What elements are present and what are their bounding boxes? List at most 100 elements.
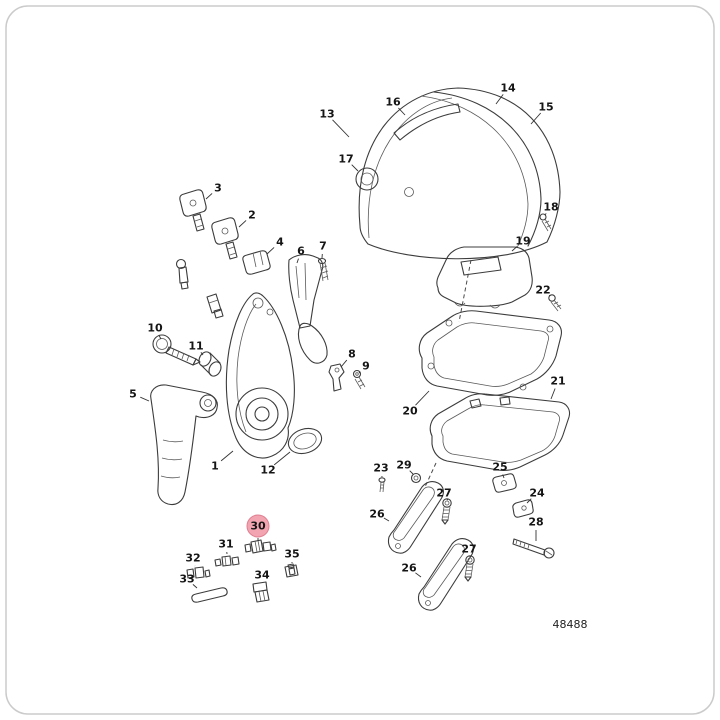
part-label-8[interactable]: 8 bbox=[348, 348, 356, 361]
grommet-17 bbox=[355, 167, 379, 191]
connector-below-2 bbox=[206, 293, 224, 319]
part-label-5[interactable]: 5 bbox=[129, 388, 137, 401]
fitting-30 bbox=[244, 539, 277, 554]
leader-line bbox=[526, 498, 532, 504]
leader-line bbox=[530, 112, 542, 125]
part-label-9[interactable]: 9 bbox=[362, 360, 370, 373]
part-label-3[interactable]: 3 bbox=[214, 182, 222, 195]
leader-line bbox=[409, 470, 414, 475]
part-label-20[interactable]: 20 bbox=[402, 405, 418, 418]
part-label-6[interactable]: 6 bbox=[297, 245, 305, 258]
part-label-15[interactable]: 15 bbox=[538, 101, 553, 114]
screw-27-lower bbox=[464, 555, 475, 582]
part-label-16[interactable]: 16 bbox=[385, 96, 401, 109]
screw-22 bbox=[548, 294, 562, 312]
leader-line bbox=[220, 450, 234, 462]
leader-line bbox=[238, 220, 247, 228]
clip-25 bbox=[492, 473, 517, 493]
part-label-18[interactable]: 18 bbox=[543, 201, 558, 214]
leader-line bbox=[383, 517, 390, 522]
part-label-11[interactable]: 11 bbox=[188, 340, 203, 353]
spacer-11 bbox=[198, 351, 222, 377]
leader-line bbox=[550, 388, 556, 400]
part-label-27[interactable]: 27 bbox=[436, 487, 451, 500]
leader-line bbox=[192, 584, 198, 589]
lever-6 bbox=[288, 254, 328, 364]
bracket-26 bbox=[387, 481, 444, 554]
leader-line bbox=[140, 396, 150, 402]
part-label-33[interactable]: 33 bbox=[179, 573, 194, 586]
fitting-32 bbox=[186, 566, 211, 579]
part-label-28[interactable]: 28 bbox=[528, 516, 543, 529]
retainer-19 bbox=[436, 246, 533, 309]
screw-18 bbox=[539, 213, 552, 232]
screw-9 bbox=[352, 369, 366, 390]
fitting-35 bbox=[284, 563, 299, 578]
part-label-17[interactable]: 17 bbox=[338, 153, 353, 166]
leader-line bbox=[502, 474, 505, 479]
part-label-13[interactable]: 13 bbox=[319, 108, 334, 121]
leader-line bbox=[398, 107, 406, 116]
fitting-34 bbox=[252, 581, 270, 603]
leader-line bbox=[495, 94, 504, 105]
part-label-26[interactable]: 26 bbox=[401, 562, 417, 575]
leader-line bbox=[296, 258, 299, 264]
key-3 bbox=[179, 189, 207, 232]
part-label-35[interactable]: 35 bbox=[284, 548, 299, 561]
link-8 bbox=[328, 363, 345, 392]
part-label-30[interactable]: 30 bbox=[250, 520, 266, 533]
fitting-31 bbox=[214, 555, 240, 567]
page-border bbox=[5, 5, 715, 715]
tube-33 bbox=[191, 587, 228, 603]
leader-line bbox=[446, 498, 449, 501]
part-label-22[interactable]: 22 bbox=[535, 284, 550, 297]
part-label-19[interactable]: 19 bbox=[515, 235, 530, 248]
part-label-4[interactable]: 4 bbox=[276, 236, 284, 249]
housing-1 bbox=[225, 292, 295, 459]
part-label-1[interactable]: 1 bbox=[211, 460, 219, 473]
part-label-23[interactable]: 23 bbox=[373, 462, 388, 475]
leader-line bbox=[205, 193, 213, 200]
part-label-32[interactable]: 32 bbox=[185, 552, 200, 565]
connector-4 bbox=[242, 250, 271, 275]
bolt-10 bbox=[152, 334, 201, 366]
frame-21 bbox=[429, 393, 571, 471]
washer-29 bbox=[410, 472, 422, 484]
part-label-24[interactable]: 24 bbox=[529, 487, 545, 500]
part-label-27[interactable]: 27 bbox=[461, 543, 476, 556]
pin-23 bbox=[378, 477, 386, 493]
part-label-34[interactable]: 34 bbox=[254, 569, 270, 582]
handle-5 bbox=[150, 384, 218, 506]
part-label-31[interactable]: 31 bbox=[218, 538, 233, 551]
part-label-21[interactable]: 21 bbox=[550, 375, 565, 388]
leader-line bbox=[200, 352, 204, 356]
screw-27 bbox=[441, 498, 452, 525]
key-blank-below-3 bbox=[175, 258, 189, 290]
leader-line bbox=[340, 359, 348, 368]
screw-7 bbox=[317, 257, 329, 282]
bushing-12 bbox=[287, 427, 323, 455]
leader-line bbox=[273, 451, 291, 466]
part-label-14[interactable]: 14 bbox=[500, 82, 516, 95]
part-label-7[interactable]: 7 bbox=[319, 240, 327, 253]
leader-line bbox=[511, 246, 518, 252]
part-label-25[interactable]: 25 bbox=[492, 461, 507, 474]
base-plate-20 bbox=[418, 310, 562, 396]
leader-line bbox=[332, 119, 350, 138]
leader-line bbox=[544, 213, 547, 216]
screw-28 bbox=[512, 538, 555, 559]
alignment-dashed-lines bbox=[424, 259, 472, 488]
leader-line bbox=[415, 390, 430, 406]
part-label-26[interactable]: 26 bbox=[369, 508, 385, 521]
part-label-10[interactable]: 10 bbox=[147, 322, 163, 335]
leader-line bbox=[548, 294, 551, 297]
part-label-2[interactable]: 2 bbox=[248, 209, 256, 222]
part-label-12[interactable]: 12 bbox=[260, 464, 275, 477]
key-2 bbox=[211, 217, 239, 260]
clip-24 bbox=[512, 499, 534, 518]
highlighted-part-circle bbox=[246, 514, 270, 538]
cover-assembly bbox=[355, 87, 561, 260]
part-label-29[interactable]: 29 bbox=[396, 459, 411, 472]
